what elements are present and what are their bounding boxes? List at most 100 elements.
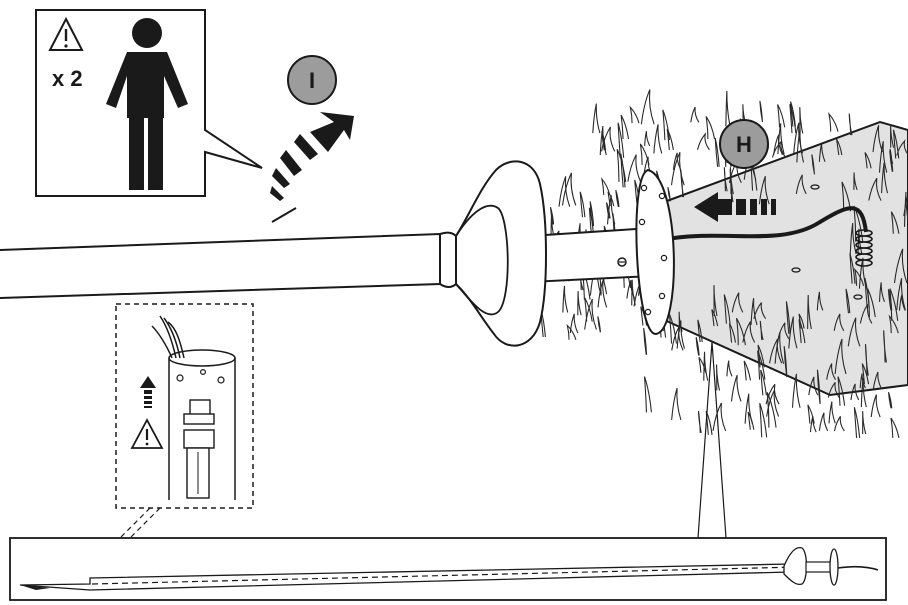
grass-blade [816,291,824,311]
people-count: x 2 [52,66,83,91]
grass-blade [599,125,607,156]
grass-blade [601,126,616,152]
grass-blade [697,132,710,151]
grass-blade [703,351,709,381]
grass-blade [757,344,765,368]
grass-blade [896,278,906,311]
grass-blade [620,153,626,188]
grass-blade [836,138,843,156]
grass-blade [853,172,858,191]
grass-blade [785,301,791,334]
grass-blade [791,373,801,408]
grass-blade [864,344,869,376]
pole-overview [19,546,879,591]
step-label-i: I [309,68,315,93]
grass-blade [793,122,804,154]
grass-blade [723,294,731,324]
grass-blade [676,320,685,349]
warning-panel: x 2 [35,9,263,197]
grass-blade [747,411,755,430]
grass-blade [798,319,806,344]
grass-blade [862,411,867,435]
grass-blade [671,387,682,421]
grass-blade [729,168,734,203]
grass-blade [849,222,857,255]
grass-blade [723,167,728,192]
base-flange [635,168,675,336]
person-icon [106,18,188,190]
grass-blade [872,125,884,153]
grass-blade [626,279,636,299]
ground-cable [661,206,873,267]
grass-blade [890,417,900,438]
grass-blade [783,346,788,378]
warning-triangle-icon [130,418,164,449]
grass-blade [597,280,608,308]
grass-blade [860,377,867,408]
grass-blade [607,191,615,207]
grass-blade [841,181,852,212]
grass-blade [816,369,821,404]
grass-blade [735,317,747,346]
grass-blade [771,139,787,158]
grass-blade [888,314,899,334]
grass-blade [549,207,555,225]
grass-blade [742,321,756,343]
grass-blade [864,152,872,169]
grass-blade [827,381,840,398]
grass-blade [889,288,899,321]
grass-blade [725,90,731,127]
grass-blade [847,317,861,347]
grass-blade [867,288,876,318]
cable-wires [151,315,185,359]
grass-blade [773,134,783,156]
grass-blade [878,141,888,173]
grass-blade [760,369,767,396]
grass-blade [716,364,721,391]
grass-blade [566,323,577,340]
grass-blade [848,113,853,136]
grass-blade [629,105,640,124]
grass-blade [890,123,895,148]
grass-blade [896,139,908,156]
grass-blade [713,285,718,317]
grass-blade [643,327,648,355]
grass-blade [889,150,894,172]
grass-blade [790,101,796,127]
grass-blade [833,416,845,432]
grass-blade [788,316,798,349]
grass-blade [818,412,829,432]
grass-blade [887,392,893,409]
grass-blade [759,402,768,438]
pole-bell [455,160,547,347]
grass-blade [872,371,883,390]
grass-blade [592,103,601,134]
grass-blade [853,407,861,439]
grass-blade [705,410,713,435]
grass-blade [750,298,758,326]
grass-blade [644,131,651,147]
step-label-h: H [736,132,752,157]
dashed-up-arrow-icon [140,376,156,408]
grass-blade [859,373,866,389]
grass-blade [680,169,685,198]
grass-blade [808,376,819,396]
grass-blade [579,191,586,218]
grass-blade [562,285,569,313]
grass-blade [600,177,611,196]
grass-blade [597,316,601,333]
grass-blade [868,177,882,201]
grass-blade [616,148,627,182]
push-left-arrow-icon [694,192,776,222]
grass-blade [777,322,790,340]
grass-blade [753,302,767,320]
cable-spring [855,229,873,267]
grass-blade [588,207,595,239]
grass-blade [870,394,881,418]
grass-blade [807,294,812,330]
grass-blade [667,186,671,202]
grass-blade [826,363,836,380]
grass-blade [743,360,752,381]
grass-blade [789,104,797,134]
